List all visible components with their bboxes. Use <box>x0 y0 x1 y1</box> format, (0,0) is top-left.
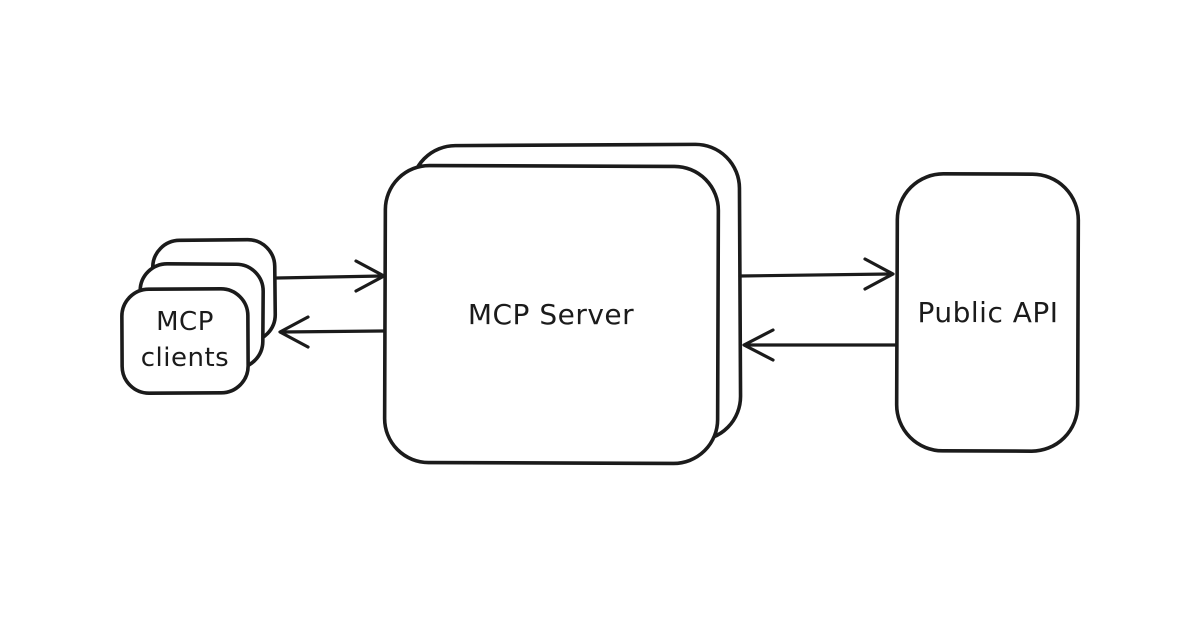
node-mcp-server: MCP Server <box>382 142 743 466</box>
arrow-server-to-api <box>738 257 895 291</box>
clients-label-line1: MCP <box>156 307 214 337</box>
arrowhead-left-icon <box>742 328 775 362</box>
arrowhead-right-icon <box>354 259 386 293</box>
server-label: MCP Server <box>468 298 634 331</box>
node-mcp-clients: MCP clients <box>120 237 278 395</box>
server-card-front <box>382 163 721 466</box>
node-public-api: Public API <box>894 172 1081 453</box>
client-card-front <box>120 287 250 395</box>
api-card <box>894 172 1081 453</box>
arrow-clients-to-server <box>275 259 386 293</box>
clients-label-line2: clients <box>141 343 229 373</box>
api-label: Public API <box>917 296 1058 329</box>
arrow-server-to-clients <box>278 315 386 349</box>
arrowhead-left-icon <box>278 315 310 349</box>
arrow-api-to-server <box>742 328 898 362</box>
arrowhead-right-icon <box>863 257 895 291</box>
